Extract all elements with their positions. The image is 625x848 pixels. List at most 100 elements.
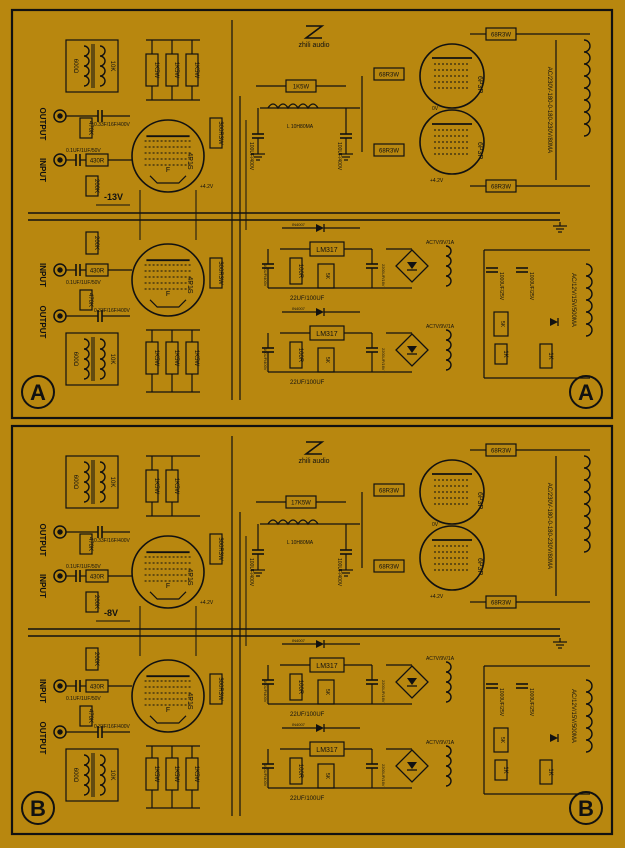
rca-jack-pin <box>57 113 63 119</box>
diode-symbol <box>316 308 324 316</box>
rca-jack-pin <box>57 313 63 319</box>
label: 600Ω <box>72 59 78 74</box>
transformer-coil <box>99 338 106 380</box>
transformer-coil <box>445 245 452 287</box>
label: 0V <box>432 106 439 112</box>
bridge-rectifier <box>395 249 429 283</box>
output-transformer: 600Ω 10K <box>65 39 119 93</box>
label: IN4007 <box>292 222 306 227</box>
rca-jack-pin <box>57 683 63 689</box>
label: 6P3P <box>476 492 483 509</box>
label: 470K <box>87 537 93 551</box>
label: 2200UF/16V <box>381 680 386 703</box>
diode-symbol <box>316 724 324 732</box>
cathode-resistor <box>85 647 99 671</box>
brand-logo: zhili audio <box>298 441 330 465</box>
transformer-box <box>65 39 119 93</box>
panel-badge: A <box>21 375 55 409</box>
label: 300R3W <box>217 261 223 285</box>
bridge-rectifier <box>395 749 429 783</box>
transformer-coil <box>445 329 452 371</box>
label: 200K <box>93 595 99 609</box>
tube-envelope <box>131 535 205 609</box>
label: 68R3W <box>491 449 511 455</box>
output-label: OUTPUT <box>38 722 47 755</box>
label: 0.1UF/1UF/50V <box>66 280 101 286</box>
label: 1000UF/25V <box>498 272 504 301</box>
label: 600Ω <box>72 352 78 367</box>
transformer-coil <box>83 45 90 87</box>
diode-symbol <box>316 640 324 648</box>
label: 68R3W <box>491 185 511 191</box>
label: 1K5W <box>193 766 199 783</box>
diode-symbol <box>407 346 417 353</box>
label: 430R <box>90 685 105 691</box>
label: 1000UF/25V <box>528 272 534 301</box>
label: 4P1S <box>186 568 193 585</box>
grid-leak-resistor <box>79 117 93 139</box>
transformer-coil <box>583 455 591 553</box>
label: 0.33F/16F/400V <box>94 724 131 730</box>
grid-stopper-resistor <box>373 483 405 497</box>
regulator-label: LM317 <box>316 747 338 754</box>
diode-symbol <box>407 762 417 769</box>
transformer-coil <box>99 45 106 87</box>
panel-letter: A <box>578 380 594 405</box>
panel-letter: B <box>578 796 594 821</box>
tube-envelope <box>131 659 205 733</box>
power-tube-envelope <box>419 525 485 591</box>
label: F <box>166 291 170 298</box>
label: 4P1S <box>186 152 193 169</box>
panel-border <box>10 8 614 420</box>
label: 68R3W <box>379 149 399 155</box>
panel-border <box>10 424 614 836</box>
label: 1K5W <box>173 766 179 783</box>
label: 4P1S <box>186 692 193 709</box>
label: 1K5W <box>173 478 179 495</box>
label: 1K5W <box>193 62 199 79</box>
rca-jack-pin <box>57 573 63 579</box>
transformer-coil <box>445 745 452 787</box>
cathode-resistor <box>85 231 99 255</box>
output-label: OUTPUT <box>38 524 47 557</box>
label: AC/230V-180-0-180-230V/80MA <box>546 67 552 153</box>
panel-letter: B <box>30 796 46 821</box>
regulator-label: LM317 <box>316 663 338 670</box>
brand-logo: zhili audio <box>298 25 330 49</box>
label: 1K <box>547 768 553 775</box>
label: 68R3W <box>379 73 399 79</box>
label: AC/12V/15V/500MA <box>570 689 576 743</box>
label: 17K5W <box>291 501 311 507</box>
bias-voltage: -13V <box>104 192 123 202</box>
tube-envelope <box>131 119 205 193</box>
label: 1K <box>502 766 508 773</box>
label: 10K <box>109 477 115 488</box>
rca-jack-pin <box>57 267 63 273</box>
label: 1K5W <box>153 62 159 79</box>
label: 0.1UF/1UF/50V <box>66 696 101 702</box>
label: 1K5W <box>153 766 159 783</box>
input-label: INPUT <box>38 158 47 182</box>
brand-name: zhili audio <box>298 458 329 465</box>
plate-resistor <box>209 117 223 149</box>
panel-badge: B <box>569 791 603 825</box>
label: 100UF/400V <box>248 558 254 587</box>
label: 2200UF/16V <box>381 764 386 787</box>
transformer-coil <box>83 754 90 796</box>
adjust-resistor <box>289 673 303 701</box>
wire <box>149 299 187 308</box>
transformer-box <box>65 748 119 802</box>
label: AC7V/9V/1A <box>426 656 455 662</box>
label: 470K <box>87 293 93 307</box>
rca-jack-pin <box>57 157 63 163</box>
transformer-coil <box>83 338 90 380</box>
tube-envelope <box>131 243 205 317</box>
wire <box>303 441 325 455</box>
label: 5K <box>499 737 505 744</box>
label: 10K <box>109 61 115 72</box>
grid-stopper-resistor <box>373 559 405 573</box>
